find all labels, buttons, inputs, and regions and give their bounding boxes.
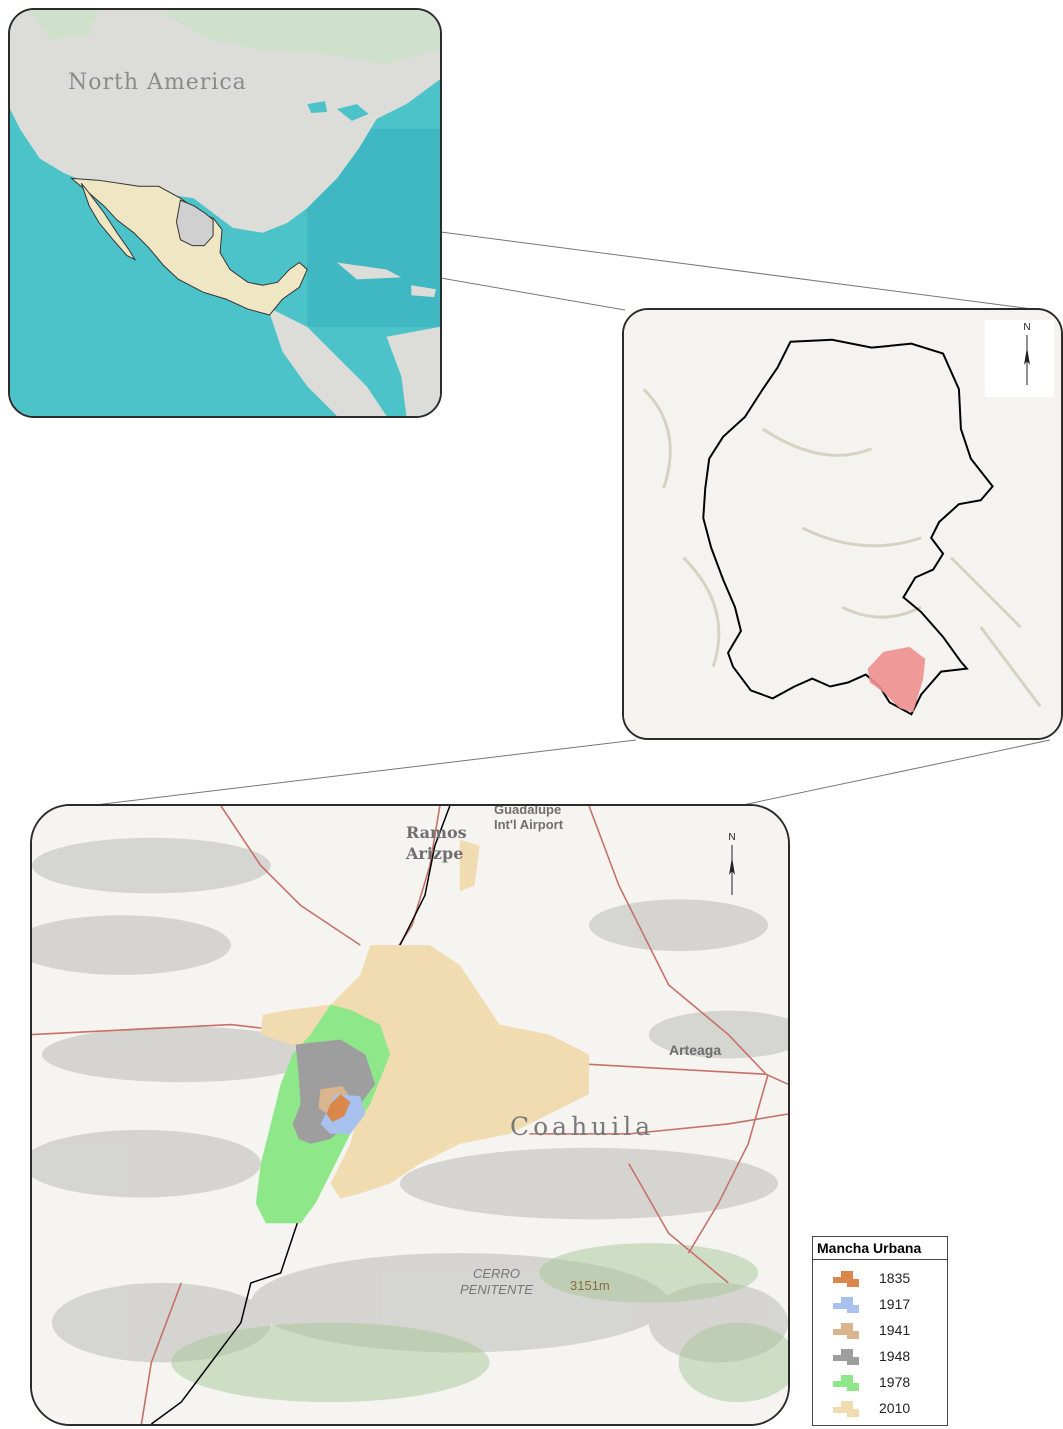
legend-swatch-icon (833, 1297, 859, 1313)
north-america-label: North America (68, 70, 247, 95)
coahuila-label: Coahuila (510, 1112, 655, 1141)
north-america-overview-map: North America (8, 8, 442, 418)
legend-title: Mancha Urbana (813, 1237, 947, 1260)
city-map-graphic (32, 806, 788, 1424)
legend-swatch-icon (833, 1323, 859, 1339)
legend-item-1978: 1978 (829, 1371, 939, 1393)
legend-item-1917: 1917 (829, 1293, 939, 1315)
overview-map-graphic (10, 10, 440, 416)
legend-item-1948: 1948 (829, 1345, 939, 1367)
arteaga-label: Arteaga (669, 1042, 722, 1058)
legend-item-1835: 1835 (829, 1267, 939, 1289)
legend-item-2010: 2010 (829, 1397, 939, 1419)
legend-label: 1941 (879, 1322, 911, 1338)
legend-item-1941: 1941 (829, 1319, 939, 1341)
legend-label: 1948 (879, 1348, 911, 1364)
saltillo-urban-map: Ramos Arizpe Guadalupe Int'l Airport Art… (30, 804, 790, 1426)
cerro-penitente-label: CERRO PENITENTE (460, 1266, 533, 1297)
north-arrow-city: N (722, 832, 742, 895)
legend-label: 1835 (879, 1270, 911, 1286)
north-arrow-icon (1024, 335, 1030, 385)
north-arrow-state: N (1017, 322, 1037, 385)
elevation-label: 3151m (570, 1278, 610, 1293)
legend-swatch-icon (833, 1401, 859, 1417)
legend-swatch-icon (833, 1375, 859, 1391)
legend-label: 1917 (879, 1296, 911, 1312)
legend-label: 2010 (879, 1400, 911, 1416)
north-arrow-label: N (728, 832, 736, 843)
legend-swatch-icon (833, 1271, 859, 1287)
north-arrow-label: N (1023, 322, 1031, 333)
airport-label: Guadalupe Int'l Airport (494, 804, 564, 832)
legend-label: 1978 (879, 1374, 911, 1390)
north-arrow-icon (729, 845, 735, 895)
ramos-arizpe-label: Ramos Arizpe (406, 823, 467, 863)
state-map-graphic (624, 310, 1061, 738)
legend-swatch-icon (833, 1349, 859, 1365)
legend: Mancha Urbana 1835 1917 1941 1948 1978 2010 (812, 1236, 948, 1426)
coahuila-state-map (622, 308, 1063, 740)
